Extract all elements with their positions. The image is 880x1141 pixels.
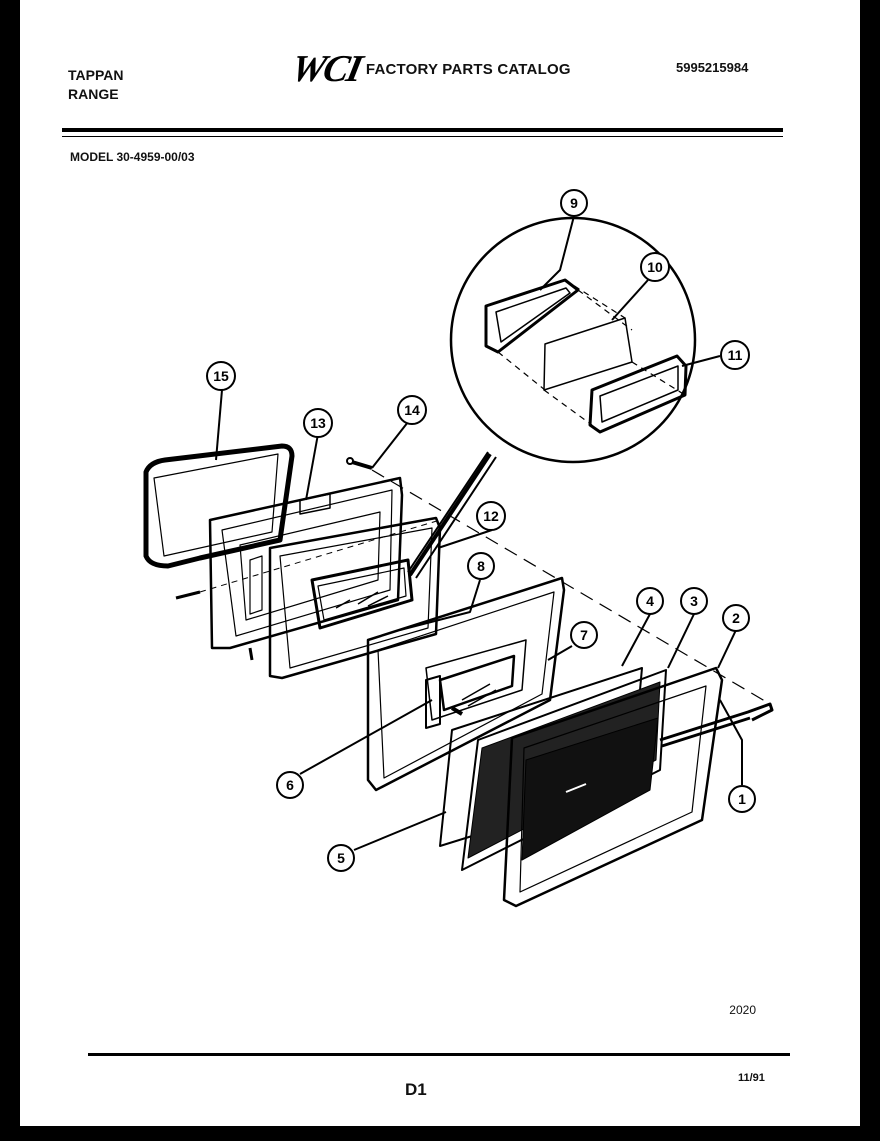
svg-text:1: 1 [738,791,746,807]
callout-15: 15 [206,361,236,391]
part-7-clip [450,706,464,716]
product-type: RANGE [68,86,119,102]
callout-1: 1 [728,785,756,813]
scan-mark [0,285,14,288]
header-rule-thin [62,136,783,137]
screw [175,590,201,600]
catalog-number: 5995215984 [676,60,749,75]
svg-text:13: 13 [310,415,326,431]
part-8-door-frame [366,576,566,792]
svg-text:4: 4 [646,593,654,609]
page-label: D1 [405,1080,427,1099]
brand-block: TAPPAN RANGE [68,66,123,104]
part-13-inner-door [208,476,404,650]
scan-mark [0,440,14,443]
part-2-outer-door [502,666,724,908]
callout-8: 8 [467,552,495,580]
screw [248,647,254,661]
callouts [215,215,743,851]
scan-mark [0,905,16,908]
header-rule-thick [62,128,783,132]
svg-text:3: 3 [690,593,698,609]
svg-text:7: 7 [580,627,588,643]
scan-mark [0,320,14,323]
scan-mark [0,890,14,894]
callout-10: 10 [640,252,670,282]
callout-4: 4 [636,587,664,615]
callout-5: 5 [327,844,355,872]
model-number: MODEL 30-4959-00/03 [70,150,195,164]
svg-text:5: 5 [337,850,345,866]
brand-name: TAPPAN [68,67,124,83]
revision-date: 11/91 [738,1072,765,1084]
scan-mark [0,340,16,345]
svg-text:15: 15 [213,368,229,384]
svg-text:12: 12 [483,508,499,524]
part-15-gasket [143,443,295,569]
inset-leader-bold [408,452,492,577]
callout-13: 13 [303,408,333,438]
svg-text:8: 8 [477,558,485,574]
callout-14: 14 [397,395,427,425]
part-9-frame [484,278,580,354]
callout-7: 7 [570,621,598,649]
callout-11: 11 [720,340,750,370]
part-11-frame [588,354,688,434]
inset-leader [407,451,497,579]
svg-text:14: 14 [404,402,420,418]
scan-mark [0,420,12,423]
callout-12: 12 [476,501,506,531]
logo-block: WCI FACTORY PARTS CATALOG [288,48,571,90]
svg-text:10: 10 [647,259,663,275]
figure-number: 2020 [729,1003,756,1017]
part-14-screw [346,457,373,470]
part-6-bracket [425,675,441,729]
callout-9: 9 [560,189,588,217]
svg-text:11: 11 [728,347,743,363]
callout-3: 3 [680,587,708,615]
svg-text:2: 2 [732,610,740,626]
scan-mark [0,300,16,304]
part-12-door-liner [268,516,442,680]
part-1-handle [659,702,774,748]
callout-2: 2 [722,604,750,632]
svg-text:6: 6 [286,777,294,793]
footer-rule [88,1053,790,1056]
catalog-title: FACTORY PARTS CATALOG [365,60,571,78]
callout-6: 6 [276,771,304,799]
svg-text:9: 9 [570,195,578,211]
